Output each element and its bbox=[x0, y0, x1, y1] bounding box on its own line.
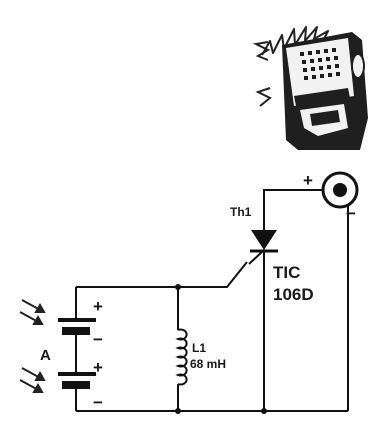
output-jack-icon bbox=[321, 171, 359, 209]
transistor-radio-icon bbox=[252, 26, 368, 150]
wiring bbox=[75, 189, 349, 412]
socket-minus-sign: − bbox=[346, 204, 356, 223]
inductor-ref: L1 bbox=[192, 341, 206, 355]
cell1-minus-sign: − bbox=[93, 330, 103, 349]
battery-label: A bbox=[40, 347, 51, 364]
socket-plus-sign: + bbox=[303, 171, 313, 190]
cell1-plus-sign: + bbox=[93, 297, 103, 316]
thyristor-part-line1: TIC bbox=[273, 263, 300, 282]
battery-bank bbox=[58, 318, 96, 389]
thyristor-part-line2: 106D bbox=[273, 285, 314, 304]
thyristor-ref: Th1 bbox=[230, 205, 252, 219]
inductor-value: 68 mH bbox=[190, 357, 226, 371]
thyristor-symbol bbox=[248, 230, 278, 265]
cell2-plus-sign: + bbox=[93, 358, 103, 377]
light-rays-icon bbox=[19, 299, 46, 393]
cell2-minus-sign: − bbox=[93, 393, 103, 412]
junction-dots bbox=[175, 284, 267, 414]
inductor-coil bbox=[175, 328, 188, 386]
